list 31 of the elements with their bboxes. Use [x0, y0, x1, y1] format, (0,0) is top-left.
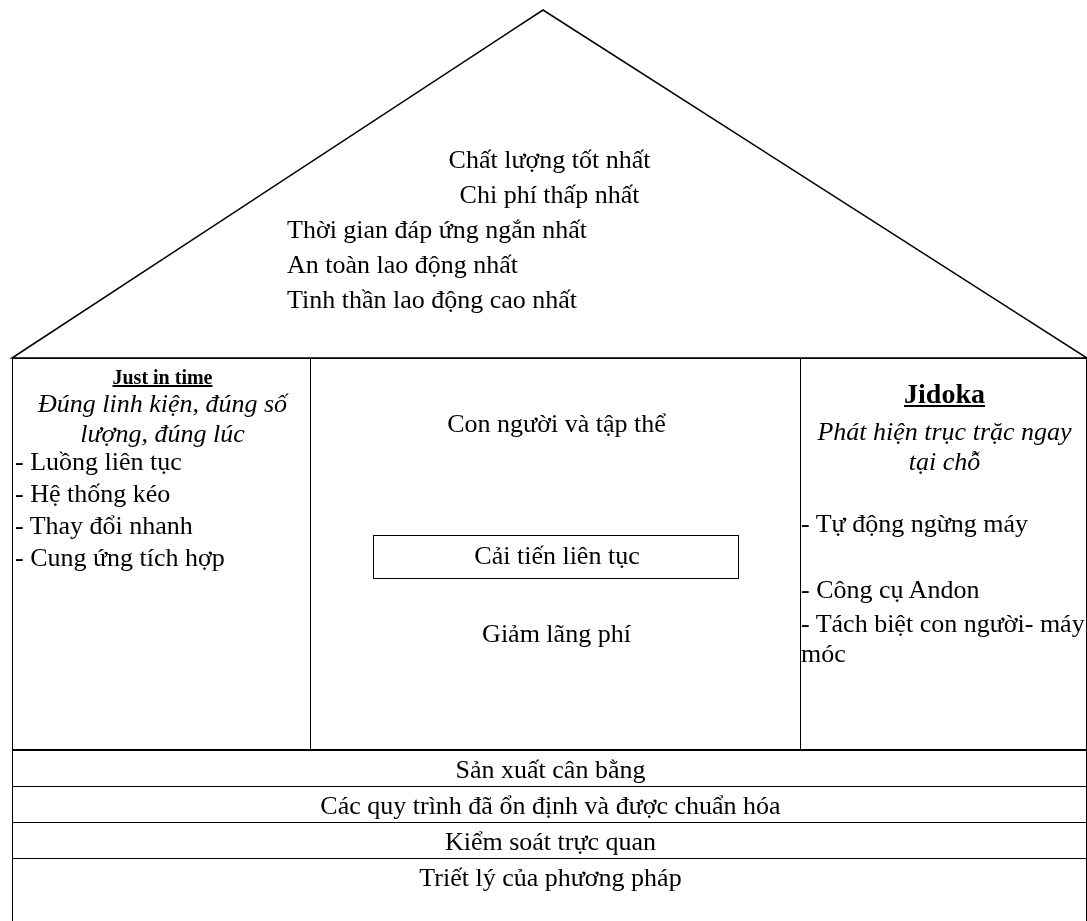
pillar-box	[800, 358, 1087, 750]
band-label: Kiểm soát trực quan	[443, 827, 658, 857]
center-box	[310, 358, 801, 750]
band-label: Triết lý của phương pháp	[418, 863, 683, 893]
band-label: Các quy trình đã ổn định và được chuẩn hóa	[319, 791, 782, 821]
goal-text: Chi phí thấp nhất	[458, 180, 641, 210]
pillar-heading: Jidoka	[903, 379, 986, 409]
foundation-band	[12, 750, 1087, 787]
pillar-subtitle: Phát hiện trục trặc ngay tại chỗ	[816, 417, 1073, 477]
list-item: - Tự động ngừng máy	[801, 509, 1030, 539]
pillar-subtitle: Đúng linh kiện, đúng số lượng, đúng lúc	[36, 389, 290, 449]
goal-text: An toàn lao động nhất	[287, 250, 519, 280]
foundation-band	[12, 858, 1087, 921]
goal-text: Chất lượng tốt nhất	[447, 145, 652, 175]
foundation-band	[12, 822, 1087, 859]
list-item: - Thay đổi nhanh	[15, 511, 194, 541]
principle-label: Con người và tập thể	[446, 409, 667, 439]
foundation-band	[12, 786, 1087, 823]
band-label: Sản xuất cân bằng	[454, 755, 647, 785]
list-item: - Công cụ Andon	[801, 575, 981, 605]
pillar-box	[12, 358, 311, 750]
highlight-box	[373, 535, 739, 579]
goal-text: Tinh thần lao động cao nhất	[287, 285, 578, 315]
pillar-heading: Just in time	[111, 365, 214, 389]
list-item: - Luồng liên tục	[15, 447, 183, 477]
principle-label: Cải tiến liên tục	[473, 541, 641, 571]
goal-text: Thời gian đáp ứng ngắn nhất	[287, 215, 588, 245]
list-item: - Hệ thống kéo	[15, 479, 172, 509]
list-item: - Tách biệt con người- máy móc	[801, 609, 1086, 669]
list-item: - Cung ứng tích hợp	[15, 543, 226, 573]
principle-label: Giảm lãng phí	[481, 619, 632, 649]
